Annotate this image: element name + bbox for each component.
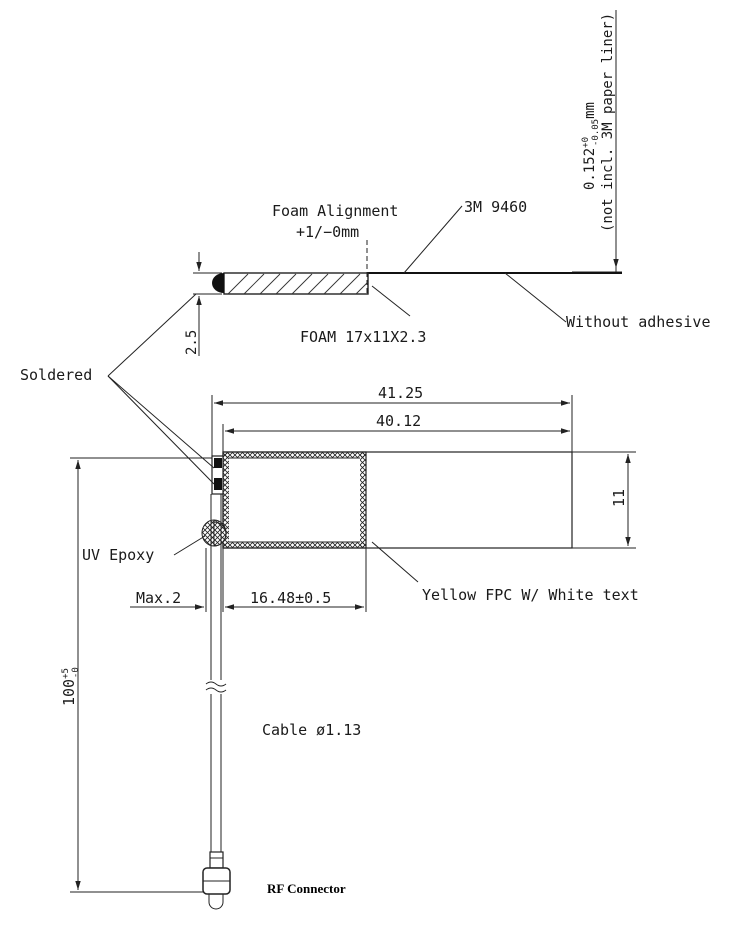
thickness-unit: mm	[582, 102, 598, 119]
uv-epoxy-label: UV Epoxy	[82, 546, 154, 564]
thickness-note: (not incl. 3M paper liner)	[600, 13, 616, 232]
svg-text:0.152+0-0.05mm: 0.152+0-0.05mm	[581, 102, 601, 190]
cable-break-top	[205, 681, 227, 687]
thickness-main: 0.152	[582, 148, 598, 190]
foam-alignment-label: Foam Alignment	[272, 202, 398, 220]
dim-100-value: 100	[60, 679, 78, 706]
foam-label: FOAM 17x11X2.3	[300, 328, 426, 346]
svg-text:100+5-0: 100+5-0	[60, 667, 81, 706]
thickness-label: 0.152+0-0.05mm (not incl. 3M paper liner…	[581, 13, 616, 232]
foam-hatching	[227, 273, 369, 295]
dim-16-48-label: 16.48±0.5	[250, 589, 331, 607]
soldered-leader-top-2	[107, 375, 215, 485]
leader-without-adhesive	[504, 272, 567, 323]
thickness-tol-plus: +0	[581, 137, 591, 148]
fpc-label: Yellow FPC W/ White text	[422, 586, 639, 604]
cable-break-bottom	[205, 687, 227, 693]
dim-40-12-label: 40.12	[376, 412, 421, 430]
dim-100-minus: -0	[71, 667, 81, 678]
foam-edge-left	[223, 452, 229, 548]
soldered-label: Soldered	[20, 366, 92, 384]
rf-connector	[202, 851, 231, 910]
dim-41-25-label: 41.25	[378, 384, 423, 402]
without-adhesive-label: Without adhesive	[566, 313, 711, 331]
thickness-tol-minus: -0.05	[591, 119, 601, 146]
dim-100-plus: +5	[61, 668, 71, 679]
tape-label: 3M 9460	[464, 198, 527, 216]
max2-label: Max.2	[136, 589, 181, 607]
cable-feed	[211, 455, 224, 495]
foam-tolerance-label: +1/−0mm	[296, 223, 359, 241]
solder-joint-2	[214, 478, 222, 490]
soldered-leader-side	[107, 293, 197, 377]
soldered-leader-top-1	[107, 375, 215, 469]
uv-epoxy-leader	[173, 535, 206, 556]
dim-2-5-label: 2.5	[184, 330, 200, 355]
fpc-outline	[222, 451, 573, 549]
solder-joint-1	[214, 458, 222, 468]
foam-edge-bottom	[223, 542, 366, 548]
top-view: 41.25 40.12 11 Soldered UV	[20, 293, 639, 910]
rf-connector-label: RF Connector	[267, 881, 346, 896]
side-view: Foam Alignment +1/−0mm 3M 9460 Without a…	[184, 10, 711, 356]
uv-epoxy-right	[213, 519, 227, 547]
cable-label: Cable ø1.13	[262, 721, 361, 739]
foam-edge-top	[223, 452, 366, 458]
solder-side	[212, 273, 224, 293]
dim-11-label: 11	[610, 489, 628, 507]
leader-3m	[403, 205, 463, 274]
leader-foam	[371, 285, 411, 317]
foam-edge-right	[360, 452, 366, 548]
dim-100-label: 100+5-0	[60, 667, 81, 706]
fpc-leader	[371, 541, 419, 583]
uv-epoxy-left	[201, 519, 215, 547]
